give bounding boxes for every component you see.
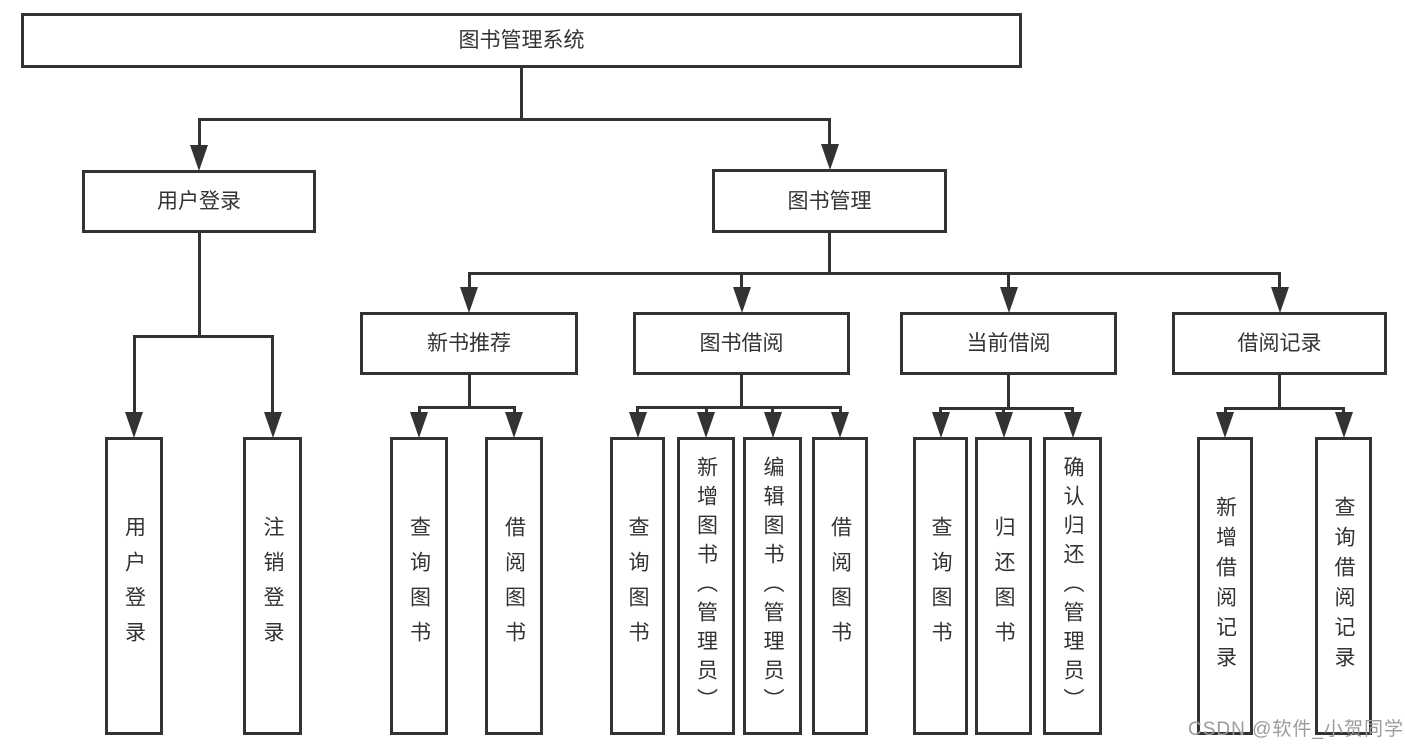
- arrow-down-icon: [628, 412, 647, 438]
- arrow-down-icon: [820, 144, 839, 170]
- diagram-node-v-query-book-1: 查询图书: [390, 437, 448, 735]
- connector-line: [467, 272, 1281, 275]
- connector-line: [1278, 375, 1281, 410]
- connector-line: [467, 272, 471, 288]
- arrow-down-icon: [1216, 412, 1234, 438]
- connector-line: [520, 68, 523, 121]
- connector-line: [704, 406, 708, 413]
- node-label-v-query-record: 查询借阅记录: [1332, 496, 1355, 676]
- diagram-node-v-borrow-book-2: 借阅图书: [812, 437, 868, 735]
- arrow-down-icon: [263, 412, 282, 438]
- arrow-down-icon: [1334, 412, 1353, 438]
- arrow-down-icon: [931, 412, 950, 438]
- node-label-root: 图书管理系统: [458, 29, 585, 52]
- connector-line: [1002, 407, 1005, 413]
- node-label-v-query-book-1: 查询图书: [407, 516, 431, 656]
- connector-line: [467, 375, 471, 409]
- node-label-new-book-rec: 新书推荐: [427, 332, 511, 355]
- node-label-v-query-book-2: 查询图书: [626, 516, 649, 656]
- arrow-down-icon: [763, 412, 782, 438]
- diagram-node-v-add-record: 新增借阅记录: [1197, 437, 1253, 735]
- diagram-node-v-query-book-3: 查询图书: [913, 437, 968, 735]
- diagram-node-v-query-record: 查询借阅记录: [1315, 437, 1372, 735]
- connector-line: [132, 335, 136, 413]
- node-label-v-query-book-3: 查询图书: [929, 516, 952, 656]
- connector-line: [417, 406, 516, 409]
- diagram-node-v-logout: 注销登录: [243, 437, 302, 735]
- diagram-node-current-borrow: 当前借阅: [900, 312, 1117, 375]
- diagram-node-v-add-book: 新增图书（管理员）: [677, 437, 735, 735]
- connector-line: [740, 272, 743, 288]
- node-label-current-borrow: 当前借阅: [966, 332, 1051, 355]
- csdn-watermark: CSDN @软件_小贺同学: [1188, 719, 1404, 740]
- node-label-book-borrow: 图书借阅: [699, 332, 784, 355]
- connector-line: [740, 375, 743, 409]
- node-label-borrow-records: 借阅记录: [1237, 332, 1322, 355]
- connector-line: [512, 406, 516, 413]
- arrow-down-icon: [1063, 412, 1082, 438]
- node-label-user-login: 用户登录: [157, 190, 241, 213]
- connector-line: [197, 233, 201, 338]
- connector-line: [939, 407, 942, 413]
- diagram-node-book-borrow: 图书借阅: [633, 312, 850, 375]
- node-label-v-borrow-book-2: 借阅图书: [828, 516, 852, 656]
- connector-line: [1223, 407, 1227, 413]
- node-label-v-add-book: 新增图书（管理员）: [694, 455, 718, 717]
- connector-line: [1007, 272, 1010, 288]
- diagram-node-book-mgmt: 图书管理: [712, 169, 947, 233]
- arrow-down-icon: [410, 412, 428, 438]
- connector-line: [197, 118, 201, 146]
- connector-line: [828, 118, 831, 145]
- node-label-book-mgmt: 图书管理: [787, 189, 872, 213]
- diagram-node-v-edit-book: 编辑图书（管理员）: [743, 437, 802, 735]
- arrow-down-icon: [460, 287, 478, 313]
- connector-line: [636, 406, 639, 413]
- node-label-v-confirm-return: 确认归还（管理员）: [1061, 455, 1084, 717]
- diagram-node-v-query-book-2: 查询图书: [610, 437, 665, 735]
- node-label-v-user-login: 用户登录: [122, 516, 146, 656]
- diagram-node-borrow-records: 借阅记录: [1172, 312, 1387, 375]
- arrow-down-icon: [999, 287, 1018, 313]
- node-label-v-edit-book: 编辑图书（管理员）: [761, 455, 784, 717]
- node-label-v-return-book: 归还图书: [992, 516, 1015, 656]
- diagram-node-v-confirm-return: 确认归还（管理员）: [1043, 437, 1102, 735]
- arrow-down-icon: [732, 287, 751, 313]
- connector-line: [636, 406, 842, 409]
- diagram-node-user-login: 用户登录: [82, 170, 316, 233]
- connector-line: [197, 118, 831, 121]
- arrow-down-icon: [125, 412, 143, 438]
- connector-line: [271, 335, 274, 413]
- connector-line: [828, 233, 831, 275]
- diagram-node-v-borrow-book-1: 借阅图书: [485, 437, 543, 735]
- diagram-node-v-return-book: 归还图书: [975, 437, 1032, 735]
- connector-line: [1007, 375, 1010, 410]
- arrow-down-icon: [697, 412, 715, 438]
- node-label-v-add-record: 新增借阅记录: [1213, 496, 1237, 676]
- arrow-down-icon: [505, 412, 523, 438]
- diagram-node-v-user-login: 用户登录: [105, 437, 163, 735]
- arrow-down-icon: [1270, 287, 1289, 313]
- connector-line: [1071, 407, 1074, 413]
- arrow-down-icon: [831, 412, 849, 438]
- connector-line: [771, 406, 774, 413]
- connector-line: [1223, 407, 1345, 410]
- node-label-v-borrow-book-1: 借阅图书: [502, 516, 526, 656]
- node-label-v-logout: 注销登录: [261, 516, 284, 656]
- diagram-node-root: 图书管理系统: [21, 13, 1022, 68]
- connector-line: [417, 406, 421, 413]
- arrow-down-icon: [994, 412, 1013, 438]
- connector-line: [1342, 407, 1345, 413]
- arrow-down-icon: [190, 145, 208, 171]
- diagram-node-new-book-rec: 新书推荐: [360, 312, 578, 375]
- connector-line: [132, 335, 274, 338]
- connector-line: [1278, 272, 1281, 288]
- connector-line: [838, 406, 842, 413]
- connector-line: [939, 407, 1074, 410]
